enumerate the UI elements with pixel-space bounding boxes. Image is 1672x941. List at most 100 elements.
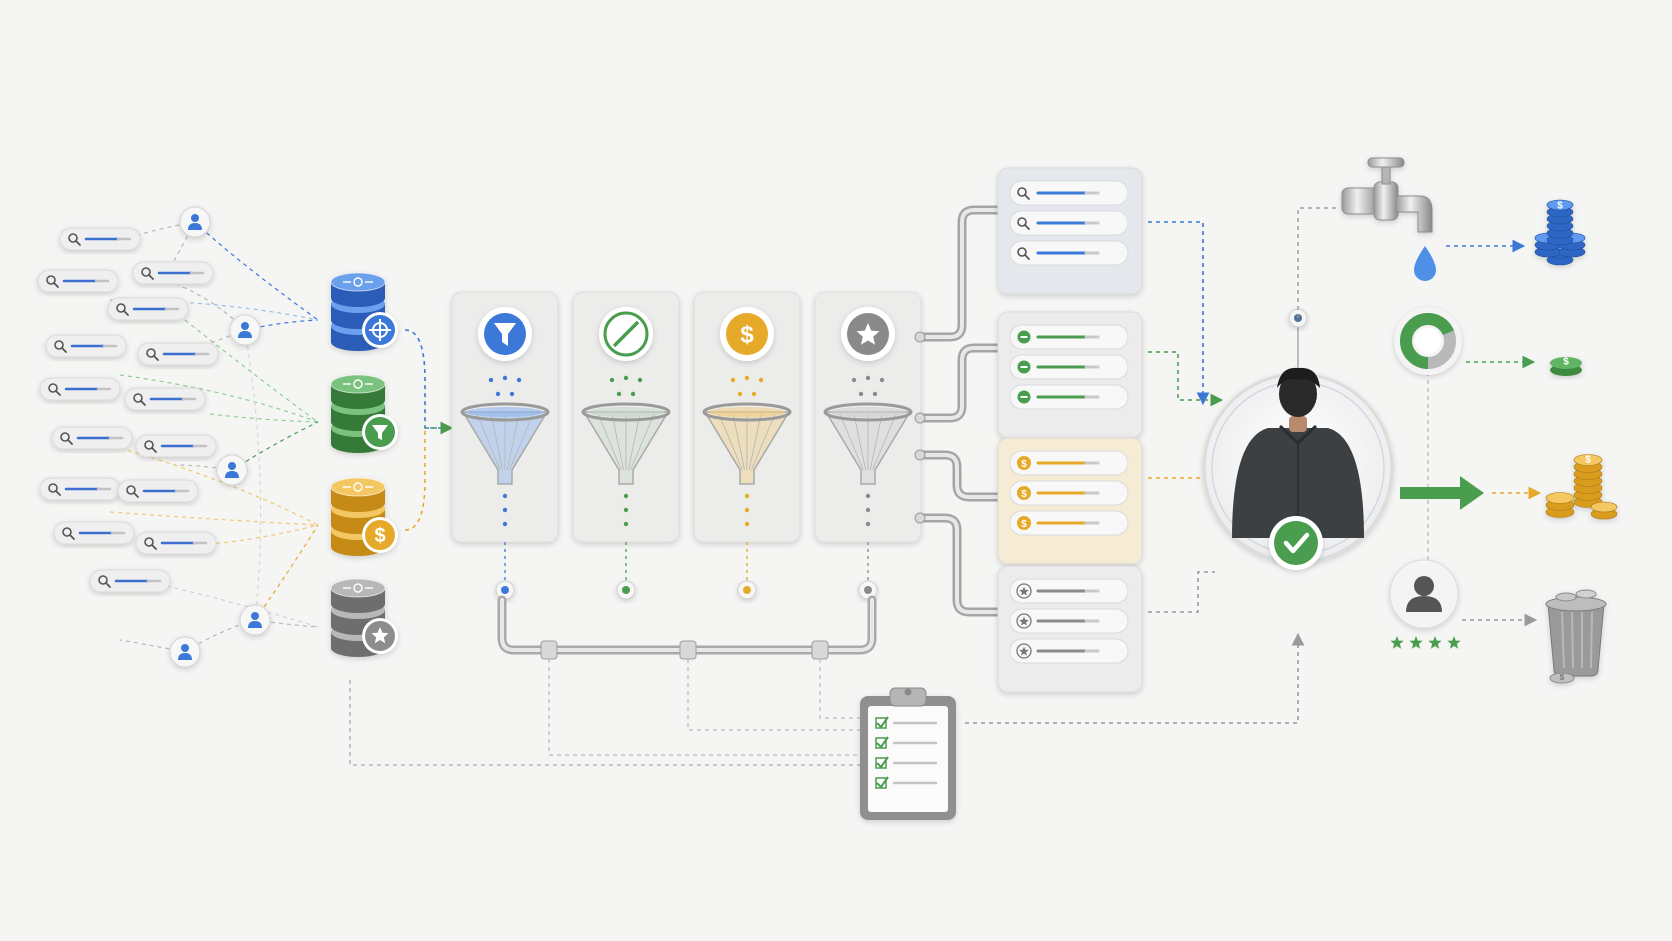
dollar-icon	[1017, 456, 1031, 470]
rating-star-icon	[1390, 636, 1404, 649]
list-row	[1009, 578, 1129, 604]
query-pills	[37, 227, 219, 593]
user-node	[229, 314, 261, 346]
avatar	[1389, 559, 1459, 629]
arrow-right-icon	[1400, 476, 1484, 510]
dollar-icon	[1017, 486, 1031, 500]
svg-text:$: $	[1021, 459, 1027, 470]
list-row	[1009, 384, 1129, 410]
dollar-icon: $	[1563, 357, 1569, 368]
list-row	[1009, 638, 1129, 664]
coin-stack-icon: $	[1534, 199, 1586, 266]
user-node	[179, 206, 211, 238]
filter-stage-card	[451, 291, 559, 600]
stage-to-list-pipes	[914, 205, 1003, 617]
coin-icon: $	[1550, 357, 1582, 376]
person-icon	[1232, 367, 1364, 538]
filter-stage-card	[572, 291, 680, 600]
filter-stage-card: $	[693, 291, 801, 600]
query-pill	[107, 297, 189, 321]
user-node	[216, 454, 248, 486]
funnel-icon	[823, 402, 913, 485]
outcomes: $ $ $ $	[1297, 157, 1618, 684]
user-nodes	[169, 206, 271, 668]
database-stack	[330, 578, 398, 657]
query-pill	[89, 569, 171, 593]
qualified-user-node	[1202, 308, 1394, 570]
user-node	[239, 604, 271, 636]
svg-text:$: $	[1021, 519, 1027, 530]
list-row	[1009, 210, 1129, 236]
funnel-icon	[494, 323, 516, 346]
database-stack	[330, 374, 398, 453]
database-stack: $	[330, 477, 398, 556]
filter-stages: $	[451, 291, 922, 600]
query-pill	[135, 531, 217, 555]
checklist-clipboard	[860, 687, 956, 820]
result-list-card	[997, 311, 1143, 439]
funnel-icon	[460, 402, 550, 485]
star-icon	[856, 323, 880, 345]
query-pill	[117, 479, 199, 503]
rating-star-icon	[1428, 636, 1442, 649]
result-lists: $ $ $	[997, 167, 1143, 693]
trash-can-icon: $	[1545, 589, 1607, 684]
filter-stage-card	[814, 291, 922, 600]
user-node	[169, 636, 201, 668]
pipe	[915, 343, 1003, 423]
query-pill	[53, 521, 135, 545]
water-drop-icon	[1414, 246, 1436, 281]
manifold-pipe	[497, 595, 877, 756]
list-row	[1009, 608, 1129, 634]
pipe	[915, 205, 1003, 342]
dollar-icon: $	[1585, 455, 1591, 466]
star-icon	[371, 627, 389, 644]
dollar-icon	[1017, 516, 1031, 530]
star-icon	[1019, 586, 1029, 596]
database-stack	[330, 272, 398, 351]
result-list-card: $ $ $	[997, 437, 1143, 565]
query-pill	[45, 334, 127, 358]
pipe	[915, 513, 1003, 617]
check-icon	[1283, 532, 1310, 554]
result-list-card	[997, 565, 1143, 693]
database-stacks: $	[330, 272, 398, 657]
funnel-icon	[581, 402, 671, 485]
result-list-card	[997, 167, 1143, 295]
list-row	[1009, 324, 1129, 350]
no-entry-icon	[612, 320, 640, 348]
query-pill	[39, 477, 121, 501]
funnel-icon	[372, 425, 388, 440]
query-pill	[135, 434, 217, 458]
star-icon	[1019, 646, 1029, 656]
list-row: $	[1009, 480, 1129, 506]
query-pill	[51, 426, 133, 450]
list-row	[1009, 240, 1129, 266]
query-pill	[39, 377, 121, 401]
rating-star-icon	[1409, 636, 1423, 649]
funnel-icon	[702, 402, 792, 485]
list-row: $	[1009, 450, 1129, 476]
svg-text:$: $	[1021, 489, 1027, 500]
query-pill	[137, 342, 219, 366]
list-to-center-arrows	[965, 221, 1305, 724]
crosshair-icon	[369, 319, 391, 341]
query-pill	[124, 387, 206, 411]
db-to-funnel-lines	[349, 329, 860, 766]
star-icon	[1019, 616, 1029, 626]
list-row: $	[1009, 510, 1129, 536]
dollar-icon: $	[740, 322, 754, 349]
dollar-icon: $	[374, 525, 385, 547]
dollar-icon: $	[1560, 673, 1565, 682]
query-pill	[37, 269, 119, 293]
list-row	[1009, 354, 1129, 380]
dollar-icon: $	[1557, 201, 1563, 212]
pipe	[915, 450, 1003, 502]
query-pill	[132, 261, 214, 285]
donut-chart-icon	[1394, 307, 1462, 375]
query-pill	[59, 227, 141, 251]
rating-star-icon	[1447, 636, 1461, 649]
coin-stack-icon: $	[1545, 454, 1618, 520]
list-row	[1009, 180, 1129, 206]
